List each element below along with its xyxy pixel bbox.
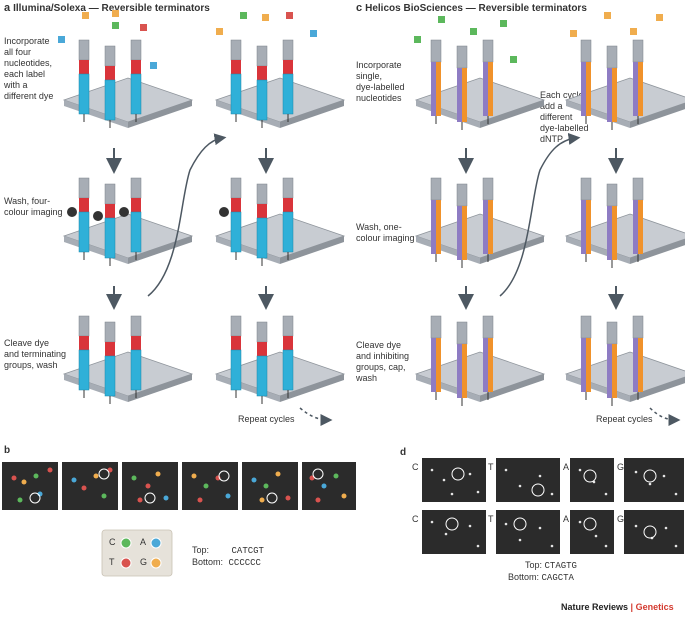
panel-d-letter: d (400, 447, 406, 458)
panel-d-images (422, 458, 684, 554)
panel-a-strand (79, 40, 89, 122)
panel-d-bottom-label: Bottom: (508, 572, 539, 582)
panel-d-label-t: T (488, 514, 494, 525)
journal-credit: Nature Reviews | Genetics (561, 602, 674, 612)
dye-markers-a (67, 207, 229, 221)
legend-label-t: T (109, 557, 115, 568)
panel-a-strand (105, 322, 115, 404)
panel-b-letter: b (4, 445, 10, 456)
panel-a-strand (131, 40, 141, 122)
panel-b-bottom-seq: CCCCCC (229, 558, 261, 568)
panel-b-images (2, 462, 356, 510)
panel-d-label-c: C (412, 514, 419, 525)
panel-a-strand (79, 178, 89, 260)
panel-d-label-t: T (488, 462, 494, 473)
journal-separator: | (631, 602, 634, 612)
panel-b-sequences: Top: CATCGT Bottom: CCCCCC (192, 545, 264, 569)
panel-d-label-a: A (563, 462, 569, 473)
journal-section: Genetics (636, 602, 674, 612)
journal-name: Nature Reviews (561, 602, 628, 612)
panel-d-label-g: G (617, 462, 624, 473)
arrow-repeat (300, 408, 328, 420)
panel-b-top-seq: CATCGT (232, 546, 264, 556)
panel-d-label-c: C (412, 462, 419, 473)
panel-a-strand (105, 184, 115, 266)
panel-a-strand (105, 46, 115, 128)
panel-b-top-label: Top: (192, 545, 209, 555)
arrow-cycle (148, 138, 222, 296)
floating-nucleotides-a (58, 10, 317, 69)
panel-a-strand (79, 316, 89, 398)
legend-label-a: A (140, 537, 146, 548)
panel-a-strand (131, 316, 141, 398)
panel-d-label-g: G (617, 514, 624, 525)
panel-d-sequences: Top: CTAGTG Bottom: CAGCTA (508, 560, 577, 584)
panel-a-strand (131, 178, 141, 260)
panel-d-label-a: A (563, 514, 569, 525)
panel-d-bottom-seq: CAGCTA (542, 573, 574, 583)
legend-label-c: C (109, 537, 116, 548)
legend-label-g: G (140, 557, 147, 568)
panel-d-top-label: Top: (525, 560, 542, 570)
panel-d-top-seq: CTAGTG (545, 561, 577, 571)
floating-nucleotides-c (414, 12, 663, 63)
panel-b-bottom-label: Bottom: (192, 557, 223, 567)
